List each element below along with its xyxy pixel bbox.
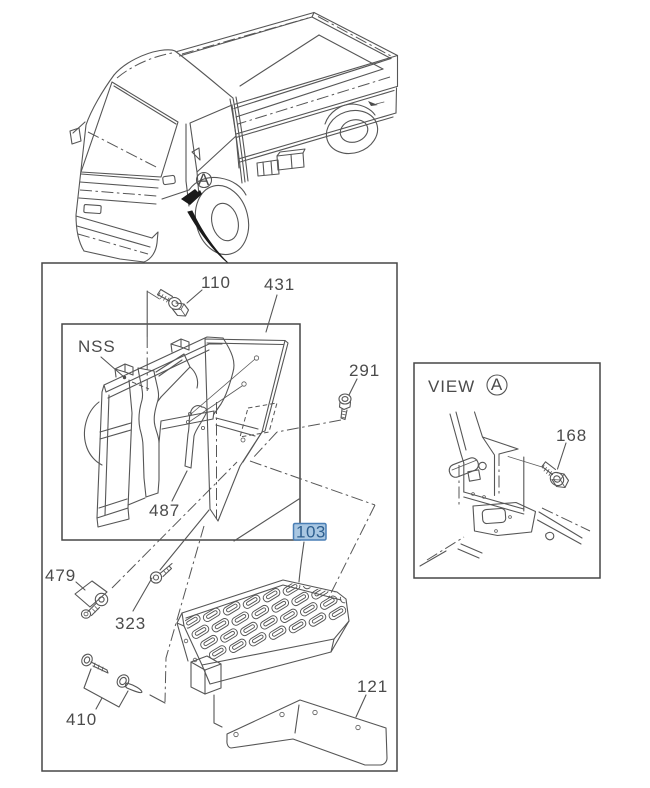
svg-text:431: 431 [264, 275, 295, 294]
svg-text:NSS: NSS [78, 337, 116, 356]
svg-text:110: 110 [201, 273, 231, 292]
svg-text:323: 323 [115, 614, 146, 633]
svg-text:291: 291 [349, 361, 380, 380]
svg-text:A: A [198, 170, 210, 189]
svg-text:A: A [491, 375, 503, 394]
svg-text:VIEW: VIEW [428, 377, 475, 396]
svg-text:168: 168 [556, 426, 587, 445]
svg-text:103: 103 [296, 523, 326, 542]
svg-text:121: 121 [357, 677, 388, 696]
svg-text:410: 410 [66, 710, 97, 729]
svg-text:487: 487 [149, 501, 180, 520]
svg-text:479: 479 [45, 566, 76, 585]
